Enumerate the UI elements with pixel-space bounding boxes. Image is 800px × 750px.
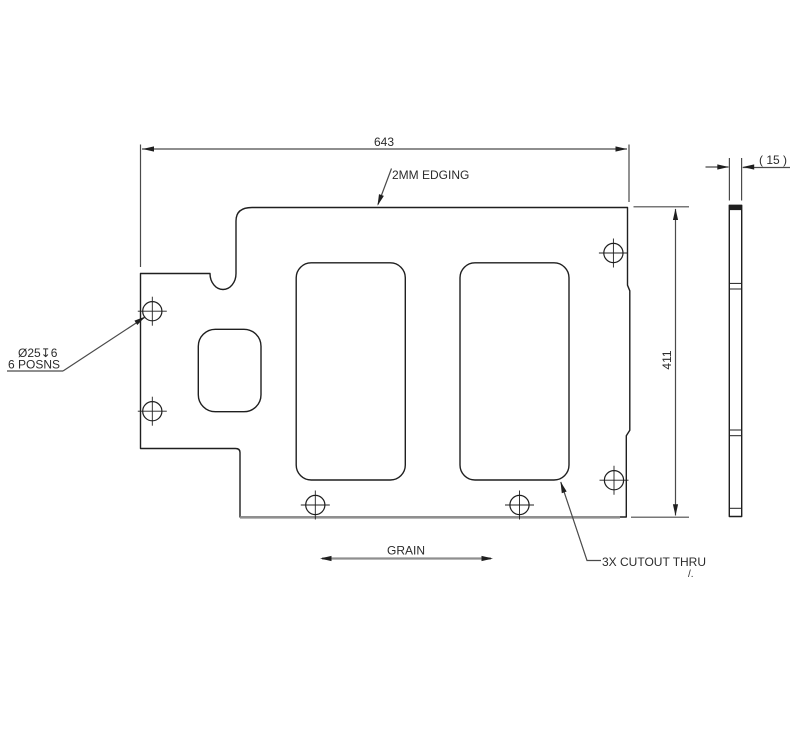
plan-view bbox=[137, 206, 631, 520]
hole-spec-label: Ø25↧6 bbox=[18, 346, 58, 360]
hole-callout-leader bbox=[62, 316, 145, 372]
side-view-plate bbox=[728, 204, 743, 518]
arrowhead-left-icon bbox=[142, 146, 154, 152]
arrowhead-cutout-icon bbox=[560, 481, 567, 494]
hole-mark-top-left bbox=[137, 296, 167, 326]
dim-thickness: ( 15 ) bbox=[705, 153, 790, 201]
hole-center-marks bbox=[137, 238, 629, 520]
dim-thickness-value: ( 15 ) bbox=[759, 153, 787, 167]
hole-mark-left-lower bbox=[137, 396, 167, 426]
part-outline bbox=[139, 206, 631, 518]
side-view-joint-lines bbox=[729, 282, 742, 509]
arrowhead-edging-icon bbox=[377, 194, 384, 206]
cutout-right bbox=[459, 262, 570, 481]
cutout-leader-line bbox=[560, 481, 601, 562]
cutout-note-label: 3X CUTOUT THRU bbox=[602, 555, 706, 569]
grain-arrowhead-right-icon bbox=[481, 555, 493, 562]
grain-label: GRAIN bbox=[387, 544, 425, 558]
hole-mark-top-right bbox=[598, 238, 628, 268]
grain-direction: GRAIN bbox=[320, 544, 493, 562]
cutout-small bbox=[197, 328, 262, 413]
hole-mark-bottom-left bbox=[300, 490, 330, 520]
note-edging: 2MM EDGING bbox=[377, 168, 469, 206]
side-view-edging-band bbox=[729, 205, 742, 211]
arrowhead-up-icon bbox=[672, 208, 679, 220]
arrowhead-thickness-left-icon bbox=[742, 164, 755, 170]
hole-mark-bottom-center bbox=[505, 490, 534, 520]
dim-overall-height: 411 bbox=[631, 206, 689, 518]
note-hole-callout: Ø25↧6 6 POSNS bbox=[7, 316, 146, 372]
side-view: ( 15 ) bbox=[705, 153, 790, 518]
cutout-left bbox=[295, 262, 407, 481]
hole-positions-label: 6 POSNS bbox=[8, 358, 60, 372]
arrowhead-hole-icon bbox=[134, 316, 146, 325]
grain-arrowhead-left-icon bbox=[320, 555, 332, 562]
dim-width-value: 643 bbox=[374, 135, 394, 149]
flag-mark: /. bbox=[688, 569, 694, 580]
note-cutouts: 3X CUTOUT THRU /. bbox=[560, 481, 706, 580]
arrowhead-down-icon bbox=[672, 504, 679, 516]
hole-mark-right-lower bbox=[599, 465, 629, 495]
dim-overall-width: 643 bbox=[139, 135, 630, 267]
arrowhead-thickness-right-icon bbox=[717, 164, 729, 170]
edging-note-label: 2MM EDGING bbox=[392, 168, 469, 182]
dim-height-value: 411 bbox=[660, 350, 674, 369]
arrowhead-right-icon bbox=[615, 146, 627, 152]
